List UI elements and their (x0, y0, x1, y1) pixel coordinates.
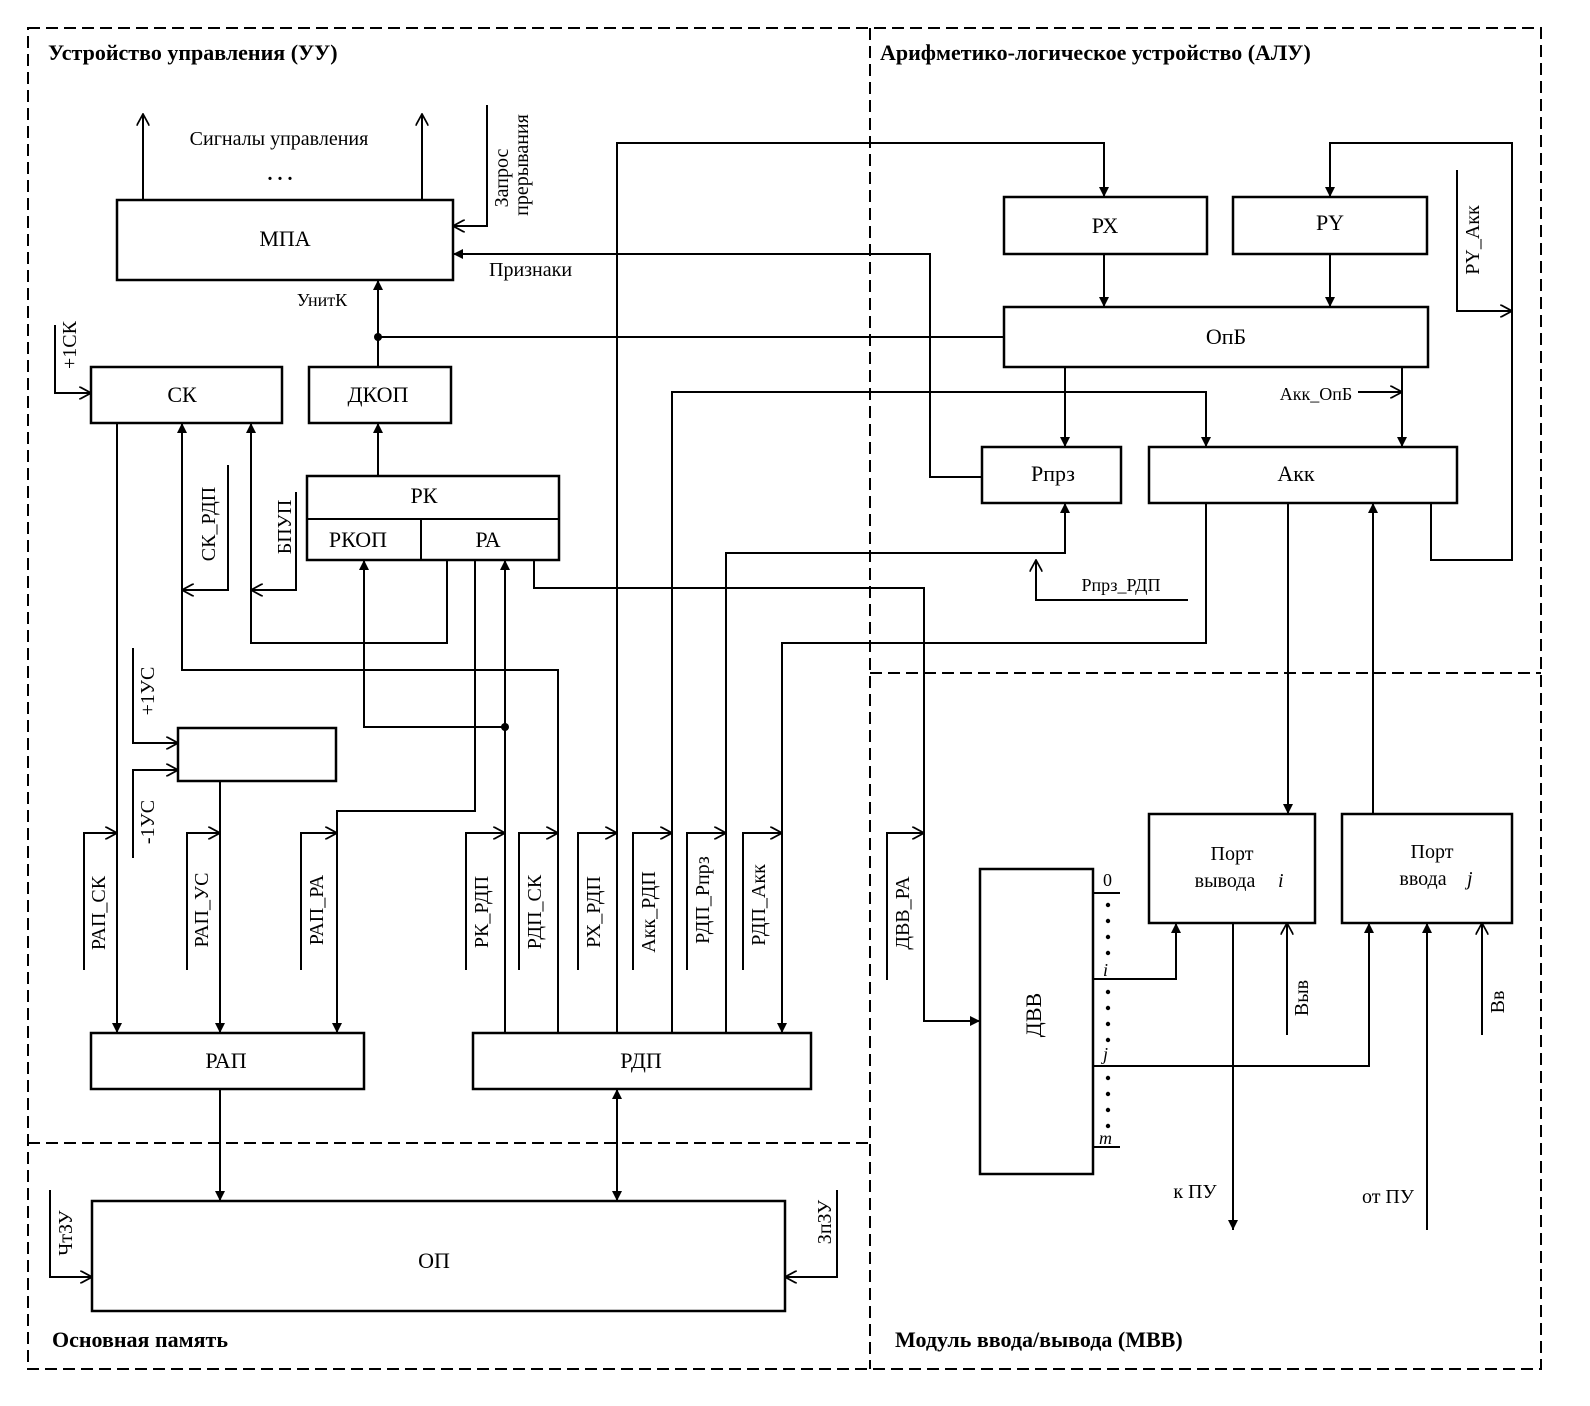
rap-ra-label: РАП_РА (306, 874, 328, 945)
port-out-label-2: вывода (1195, 870, 1256, 892)
port-in-label-2: ввода (1399, 868, 1446, 890)
mpa-label: МПА (259, 226, 310, 251)
rap-label: РАП (205, 1048, 246, 1073)
rdp-label: РДП (620, 1048, 662, 1073)
sk-rdp-label: СК_РДП (198, 487, 220, 561)
block-op: ОП (90, 1199, 787, 1313)
control-signals-label: Сигналы управления (190, 128, 369, 150)
chtzu-label: ЧтЗУ (55, 1209, 77, 1255)
rap-sk-label: РАП_СК (88, 875, 110, 950)
block-akk: Акк (1147, 445, 1459, 505)
control-signals-ellipsis: . . . (268, 163, 293, 185)
block-opb: ОпБ (1002, 305, 1430, 369)
port-in-label-1: Порт (1411, 841, 1454, 863)
port-out-label-1: Порт (1211, 843, 1254, 865)
ry-label: РY (1316, 210, 1344, 235)
opb-label: ОпБ (1206, 324, 1246, 349)
minus1us-label: -1УС (137, 800, 159, 844)
block-dkop: ДКОП (307, 365, 453, 425)
rprz-label: Рпрз (1031, 461, 1075, 486)
dvv-line-m: m (1099, 1128, 1112, 1148)
block-us (176, 726, 338, 783)
block-rdp: РДП (471, 1031, 813, 1091)
rdp-rprz-label: РДП_Рпрз (692, 856, 714, 944)
sk-label: СК (167, 382, 197, 407)
port-in-index: j (1464, 868, 1473, 890)
vyv-label: Выв (1291, 980, 1313, 1016)
dvv-ra-label: ДВВ_РА (892, 876, 914, 950)
block-port-out: Порт вывода i (1147, 812, 1317, 925)
main-memory-title: Основная память (52, 1327, 228, 1352)
dvv-ellipsis-dots (1105, 902, 1111, 1129)
block-rprz: Рпрз (980, 445, 1123, 505)
akk-label: Акк (1277, 461, 1315, 486)
block-sk: СК (89, 365, 284, 425)
block-mpa: МПА (115, 198, 455, 282)
block-rk: РК РКОП РА (305, 474, 561, 562)
vv-label: Вв (1487, 991, 1509, 1014)
block-ry: РY (1231, 195, 1429, 256)
akk-rdp-label: Акк_РДП (638, 871, 660, 953)
plus1sk-label: +1СК (59, 320, 81, 369)
rk-label: РК (411, 483, 438, 508)
dvv-line-0: 0 (1103, 870, 1112, 890)
plus1us-label: +1УС (137, 667, 159, 716)
block-rap: РАП (89, 1031, 366, 1091)
block-rx: РХ (1002, 195, 1209, 256)
flags-label: Признаки (489, 259, 572, 281)
bpup-label: БПУП (274, 500, 296, 555)
dvv-label: ДВВ (1021, 993, 1046, 1037)
unitk-label: УнитК (297, 290, 348, 310)
op-label: ОП (418, 1248, 450, 1273)
port-out-index: i (1278, 870, 1284, 892)
rprz-rdp-label: Рпрз_РДП (1082, 575, 1161, 595)
rx-label: РХ (1092, 213, 1119, 238)
rap-us-label: РАП_УС (191, 873, 213, 948)
rk-rdp-label: РК_РДП (471, 876, 493, 948)
interrupt-label-2: прерывания (511, 114, 533, 216)
zpzu-label: ЗпЗУ (814, 1199, 836, 1244)
dvv-line-j: j (1101, 1044, 1108, 1064)
to-pu-label: к ПУ (1173, 1181, 1217, 1203)
section-borders (27, 27, 1542, 1370)
dvv-line-i: i (1103, 960, 1108, 980)
control-unit-title: Устройство управления (УУ) (48, 40, 338, 65)
connections (49, 105, 1512, 1277)
alu-title: Арифметико-логическое устройство (АЛУ) (880, 40, 1311, 65)
ra-label: РА (475, 527, 500, 552)
akk-opb-label: Акк_ОпБ (1280, 384, 1352, 404)
from-pu-label: от ПУ (1362, 1186, 1415, 1208)
io-module-title: Модуль ввода/вывода (МВВ) (895, 1327, 1183, 1352)
rkop-label: РКОП (329, 527, 387, 552)
interrupt-label-1: Запрос (491, 149, 513, 208)
rdp-akk-label: РДП_Акк (748, 864, 770, 946)
dkop-label: ДКОП (348, 382, 409, 407)
block-dvv: ДВВ (978, 867, 1095, 1176)
block-port-in: Порт ввода j (1340, 812, 1514, 925)
rdp-sk-label: РДП_СК (524, 874, 546, 949)
rx-rdp-label: РХ_РДП (583, 876, 605, 948)
ry-akk-label: РY_Акк (1462, 205, 1484, 275)
